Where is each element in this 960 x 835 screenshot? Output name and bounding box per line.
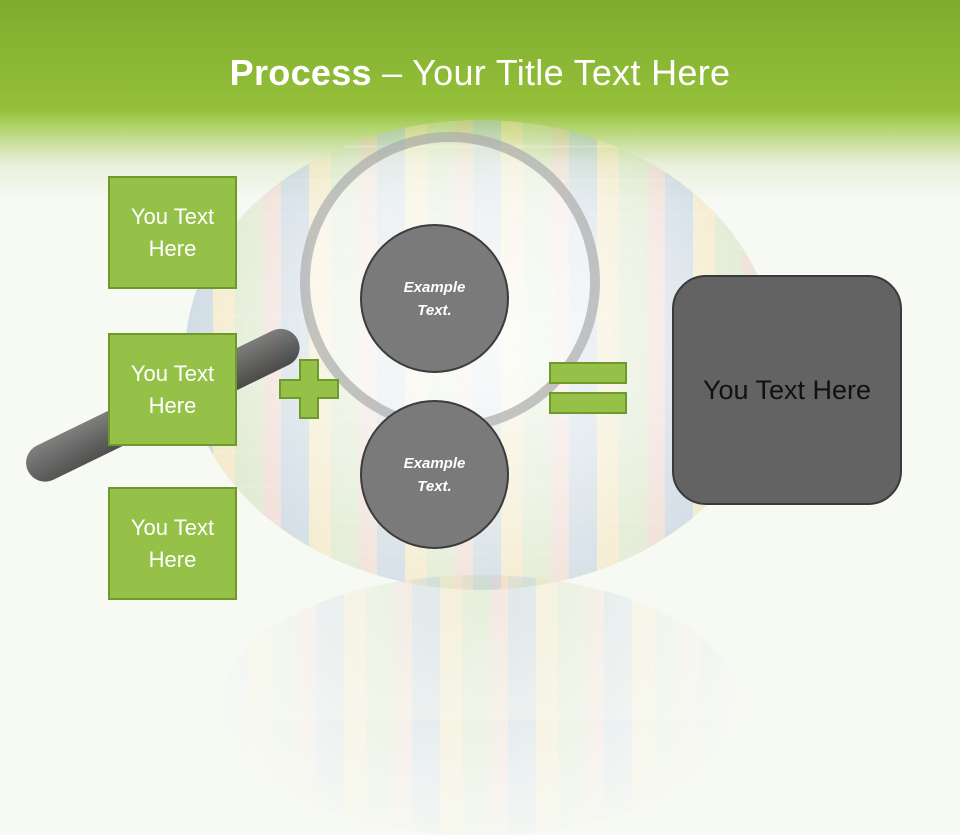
result-box[interactable]: You Text Here (672, 275, 902, 505)
circle-label: Example Text. (403, 454, 466, 495)
slide-title[interactable]: Process – Your Title Text Here (0, 52, 960, 94)
text-box-label: You Text Here (130, 514, 215, 572)
result-label: You Text Here (702, 374, 872, 405)
text-box-1[interactable]: You Text Here (108, 176, 237, 289)
circle-label: Example Text. (403, 278, 466, 319)
text-box-3[interactable]: You Text Here (108, 487, 237, 600)
example-circle-2[interactable]: Example Text. (360, 400, 509, 549)
text-box-2[interactable]: You Text Here (108, 333, 237, 446)
title-bold: Process (229, 52, 372, 93)
title-rest: – Your Title Text Here (371, 52, 731, 93)
plus-icon (279, 359, 339, 419)
example-circle-1[interactable]: Example Text. (360, 224, 509, 373)
text-box-label: You Text Here (130, 203, 215, 261)
equals-icon (549, 362, 627, 414)
text-box-label: You Text Here (130, 360, 215, 418)
